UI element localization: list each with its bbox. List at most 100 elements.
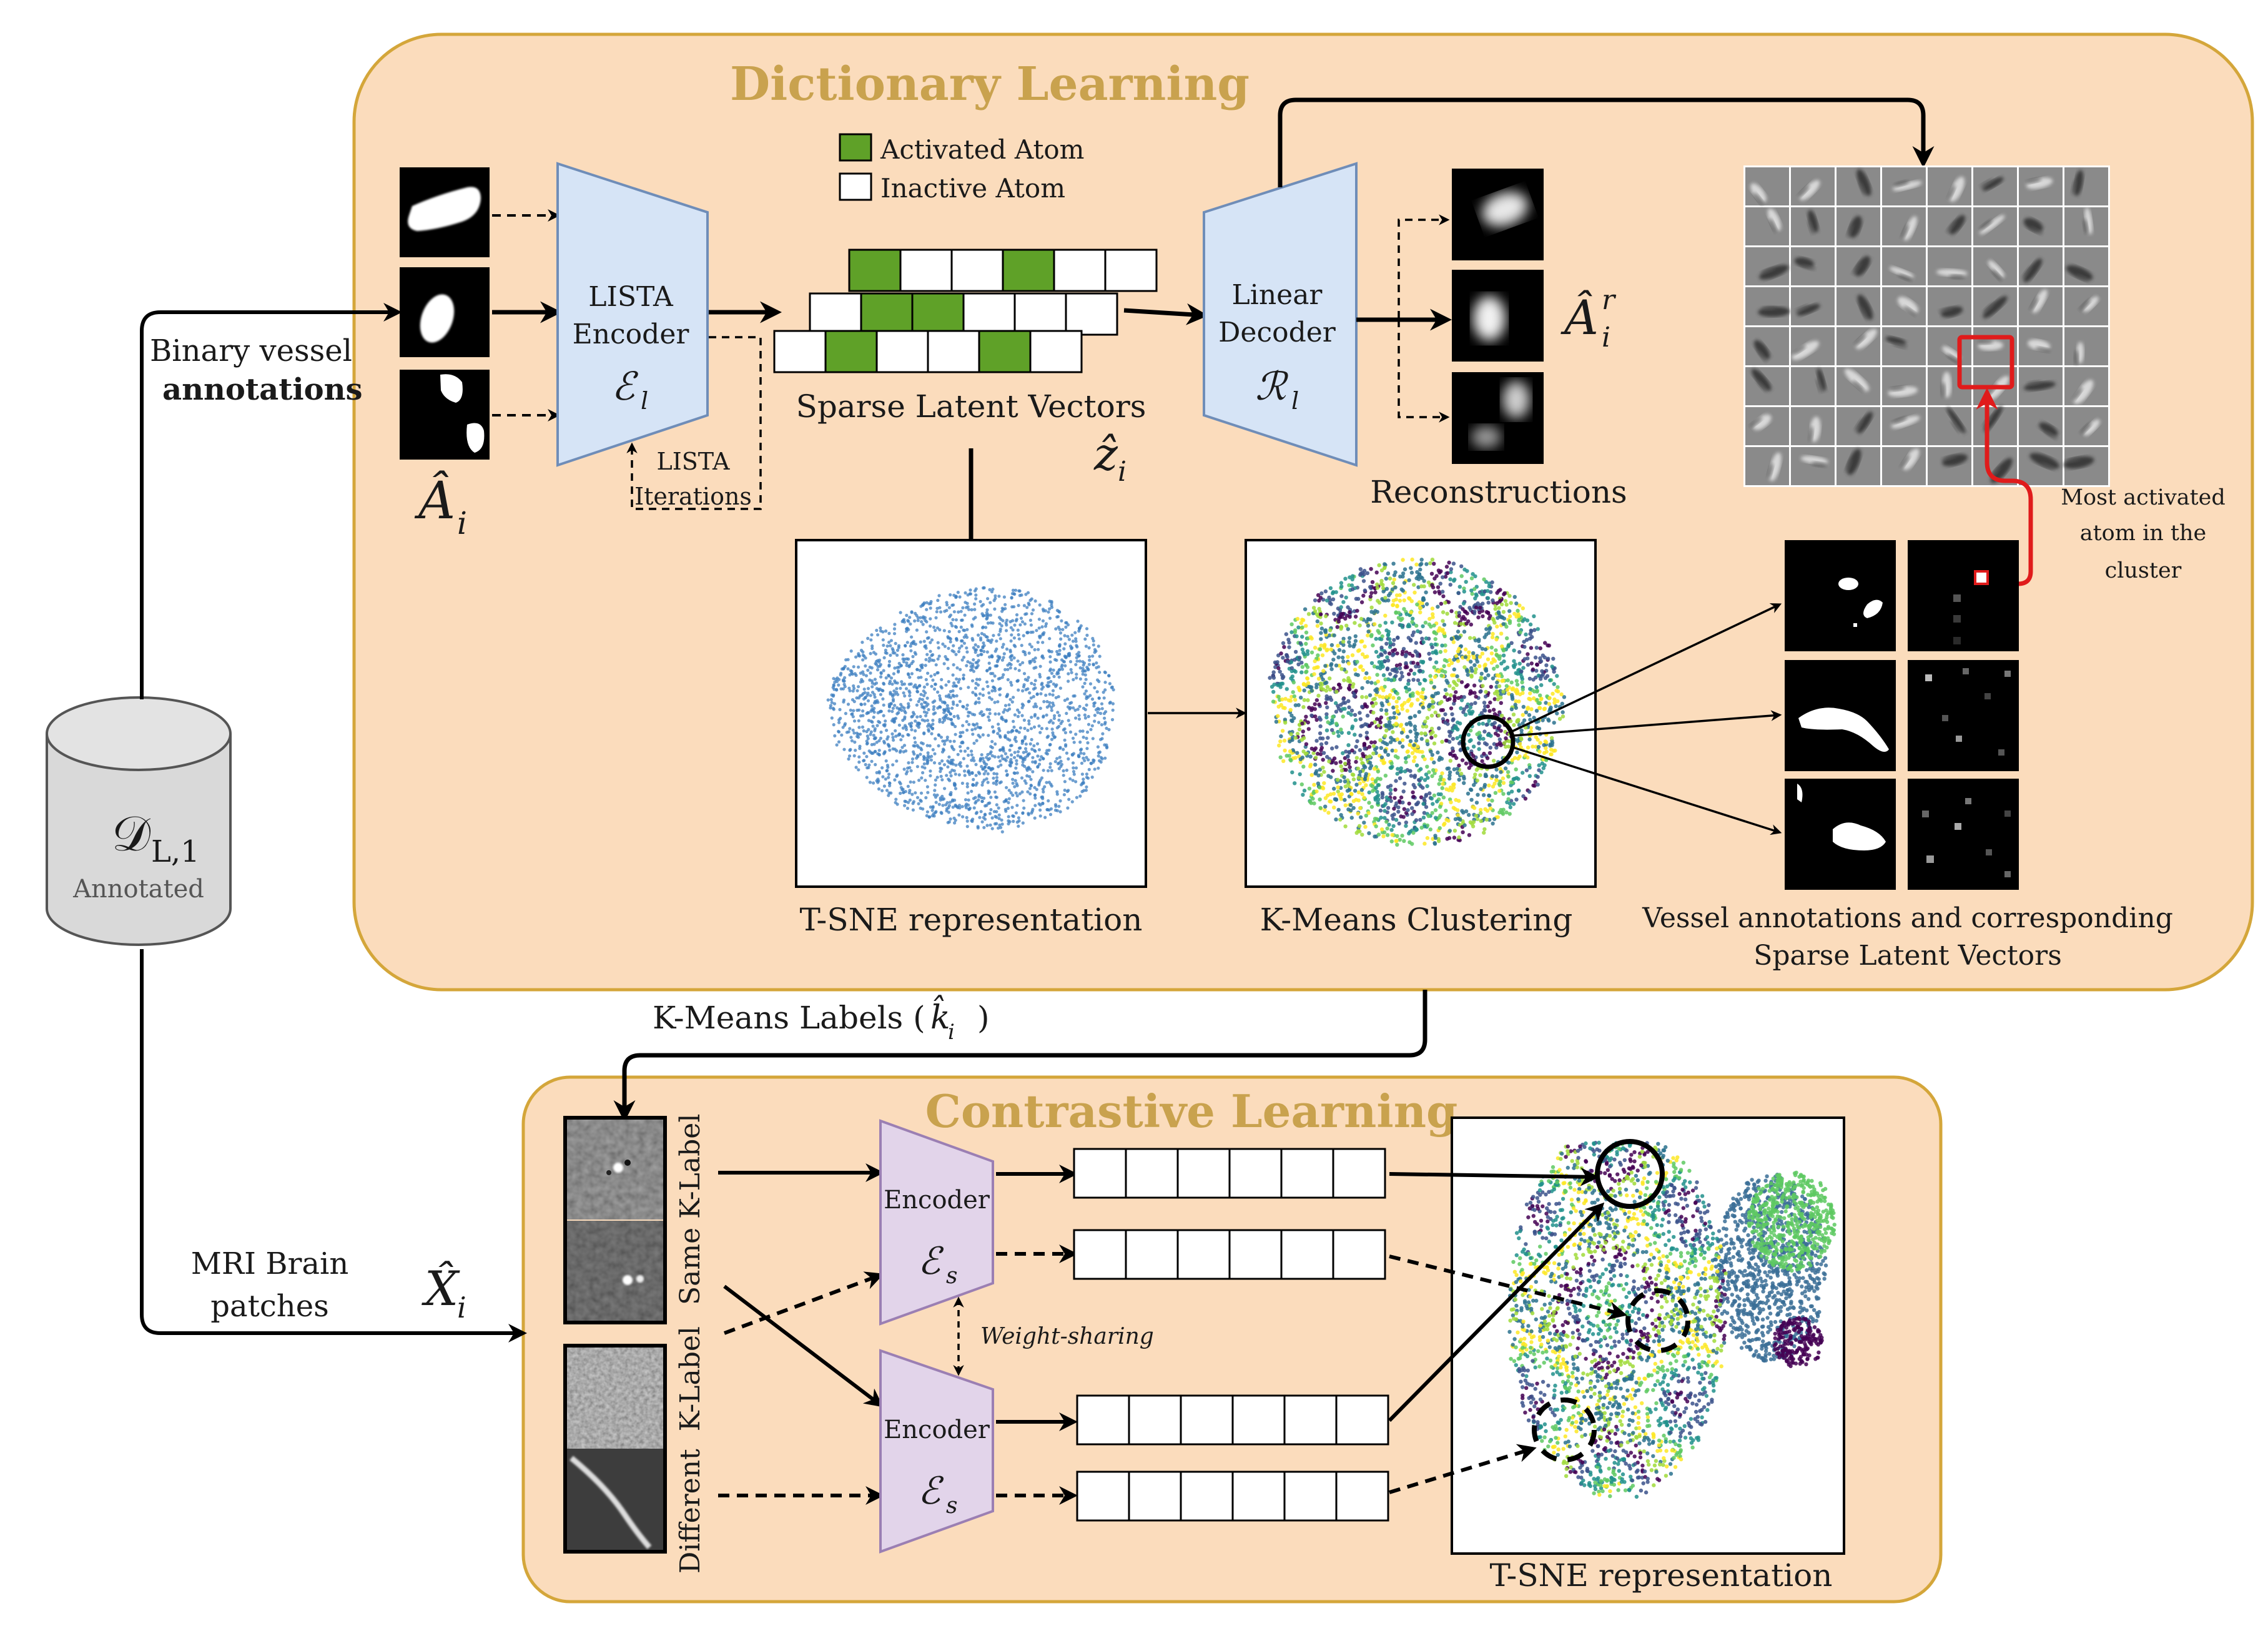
inactive-atom-cell bbox=[950, 249, 1004, 292]
activated-atom-cell bbox=[824, 330, 878, 373]
embedding-cell bbox=[1280, 1148, 1334, 1199]
contrastive-encoder-1-symbol: ℰ bbox=[918, 1239, 944, 1283]
sparse-vector-2 bbox=[1908, 660, 2019, 771]
dictionary-atom bbox=[1928, 367, 1971, 405]
linear-decoder-line1: Linear bbox=[1232, 279, 1323, 311]
database-label: Annotated bbox=[72, 875, 204, 904]
inactive-atom-cell bbox=[1065, 292, 1118, 336]
reconstruction-patch-2 bbox=[1452, 270, 1544, 362]
lista-encoder-subscript: l bbox=[641, 387, 648, 415]
embedding-cell bbox=[1335, 1394, 1389, 1446]
dictionary-atom bbox=[1837, 167, 1880, 205]
reconstructions-label: Reconstructions bbox=[1370, 474, 1627, 510]
arrow-kmeans-labels bbox=[613, 990, 1427, 1122]
dictionary-atom bbox=[2064, 207, 2108, 245]
mri-patch-different-2 bbox=[565, 1449, 665, 1552]
z-math-sub: i bbox=[1118, 456, 1127, 488]
mri-label-line2: patches bbox=[210, 1289, 328, 1324]
dictionary-atom bbox=[1745, 367, 1789, 405]
embedding-cell bbox=[1228, 1229, 1283, 1280]
dictionary-atom bbox=[1928, 247, 1971, 285]
dictionary-atom bbox=[1745, 327, 1789, 365]
reconstruction-patch-3 bbox=[1452, 372, 1544, 464]
activated-atom-cell bbox=[848, 249, 902, 292]
dictionary-atom bbox=[2064, 287, 2108, 325]
mri-label-line1: MRI Brain bbox=[191, 1246, 349, 1281]
arrow-vec2-tsne bbox=[1389, 1254, 1627, 1320]
binary-label-line1: Binary vessel bbox=[150, 333, 352, 368]
recon-math-sub: i bbox=[1602, 322, 1610, 353]
arrow-vec3-tsne bbox=[1388, 1202, 1605, 1422]
inactive-atom-cell bbox=[962, 292, 1016, 336]
inactive-atom-cell bbox=[1029, 330, 1083, 373]
tsne-label: T-SNE representation bbox=[800, 902, 1143, 938]
contrastive-dashed-circle-1 bbox=[1625, 1288, 1690, 1353]
dictionary-atom bbox=[1791, 327, 1835, 365]
arrow-diff1-encoder1 bbox=[723, 1271, 884, 1335]
contrastive-encoder-2-symbol: ℰ bbox=[918, 1469, 944, 1513]
dictionary-atom bbox=[1973, 287, 2017, 325]
dictionary-atom bbox=[1837, 407, 1880, 445]
legend-inactive-label: Inactive Atom bbox=[880, 173, 1065, 204]
embedding-cell bbox=[1125, 1148, 1179, 1199]
dictionary-atom bbox=[2019, 167, 2063, 205]
lista-iterations-loop bbox=[626, 336, 762, 510]
input-patch-1 bbox=[400, 167, 490, 257]
inactive-atom-cell bbox=[809, 292, 862, 336]
dictionary-atom bbox=[2019, 367, 2063, 405]
activated-atom-cell bbox=[978, 330, 1032, 373]
reconstruction-patch-1 bbox=[1452, 169, 1544, 260]
tsne-scatter bbox=[826, 586, 1115, 834]
dictionary-atom bbox=[1745, 447, 1789, 485]
embedding-cell bbox=[1176, 1148, 1231, 1199]
database-subscript: L,1 bbox=[151, 834, 200, 869]
most-activated-line3: cluster bbox=[2105, 558, 2182, 583]
contrastive-encoder-1: Encoder ℰ s bbox=[879, 1119, 994, 1326]
kmeans-scatter bbox=[1268, 557, 1567, 847]
most-activated-line1: Most activated bbox=[2061, 485, 2226, 510]
dictionary-atom bbox=[1745, 287, 1790, 325]
input-patch-3 bbox=[400, 370, 490, 460]
dictionary-atom bbox=[1928, 447, 1971, 485]
arrow-sparse-decoder bbox=[1123, 303, 1208, 325]
vessel-caption-line1: Vessel annotations and corresponding bbox=[1642, 902, 2173, 934]
dictionary-atom bbox=[1837, 447, 1880, 485]
sparse-latent-vectors bbox=[773, 249, 1158, 373]
dictionary-atom bbox=[2019, 447, 2063, 485]
dictionary-atom bbox=[1882, 287, 1926, 325]
mri-patch-different-1 bbox=[565, 1346, 665, 1449]
dictionary-atom bbox=[1791, 367, 1835, 405]
contrastive-encoder-1-label: Encoder bbox=[884, 1186, 990, 1215]
legend-active-label: Activated Atom bbox=[880, 134, 1084, 165]
inactive-atom-cell bbox=[927, 330, 980, 373]
arrow-decoder-recon1 bbox=[1398, 214, 1450, 318]
linear-decoder-line2: Decoder bbox=[1218, 317, 1336, 348]
dictionary-atom bbox=[2019, 287, 2063, 325]
arrow-db-to-annotations bbox=[140, 303, 402, 699]
lista-encoder-symbol: ℰ bbox=[611, 363, 638, 409]
database-symbol: 𝒟 bbox=[112, 806, 151, 862]
mri-different-group-border bbox=[563, 1344, 667, 1554]
dictionary-atom bbox=[2064, 327, 2108, 365]
vessel-caption-line2: Sparse Latent Vectors bbox=[1753, 940, 2062, 972]
binary-label-line2: annotations bbox=[162, 372, 363, 407]
dictionary-atom bbox=[1973, 327, 2017, 365]
dictionary-atom bbox=[2064, 247, 2108, 285]
lista-encoder-line2: Encoder bbox=[573, 318, 690, 350]
inactive-atom-cell bbox=[1053, 249, 1107, 292]
contrastive-dashed-circle-2 bbox=[1532, 1397, 1597, 1462]
activated-atom-cell bbox=[860, 292, 914, 336]
recon-math: Â bbox=[1560, 289, 1599, 345]
inactive-atom-cell bbox=[899, 249, 953, 292]
arrow-vec1-tsne bbox=[1389, 1167, 1599, 1186]
dictionary-atom bbox=[1791, 447, 1835, 485]
kmeans-labels-text: K-Means Labels ( bbox=[653, 1000, 925, 1036]
arrow-vec4-tsne bbox=[1389, 1444, 1537, 1494]
dictionary-atom bbox=[1837, 287, 1880, 325]
dictionary-atom bbox=[1791, 407, 1835, 445]
embedding-cell bbox=[1228, 1148, 1283, 1199]
recon-math-sup: r bbox=[1602, 284, 1617, 316]
dictionary-atom bbox=[1928, 207, 1971, 245]
kmeans-labels-sub: i bbox=[948, 1020, 955, 1045]
embedding-cell bbox=[1231, 1394, 1286, 1446]
